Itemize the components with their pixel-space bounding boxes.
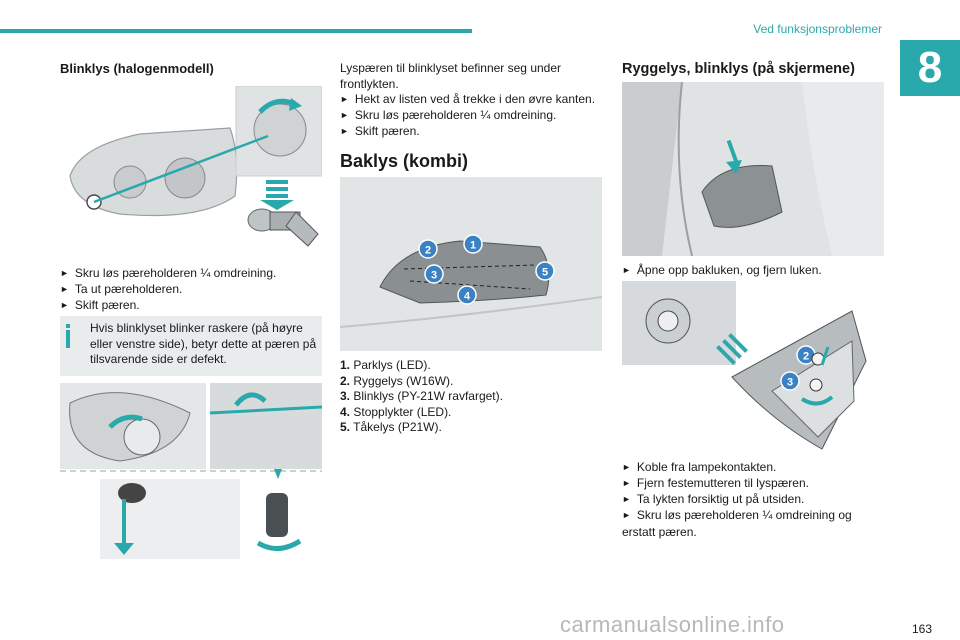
- callout-1: 1: [463, 234, 483, 254]
- callout-2-label: 2: [425, 245, 431, 257]
- callout-5: 5: [535, 261, 555, 281]
- halogen-bulb-removal-figure: [60, 383, 322, 561]
- section-title: Ved funksjonsproblemer: [753, 22, 882, 36]
- callout-4-label: 4: [464, 291, 471, 303]
- callout-3-label: 3: [431, 270, 437, 282]
- fender-lamp-illustration: 2 3: [622, 281, 867, 450]
- trunk-panel-figure: [622, 82, 884, 256]
- fender-step-1: Koble fra lampekontakten.: [622, 460, 886, 477]
- arrow-down-icon: [260, 180, 294, 210]
- halogen-headlamp-illustration: [69, 86, 322, 247]
- open-hatch-step: Åpne opp bakluken, og fjern luken.: [622, 263, 886, 280]
- callout-3-fender: 3: [780, 371, 800, 391]
- halogen-step-3: Skift pæren.: [60, 298, 322, 315]
- watermark: carmanualsonline.info: [560, 612, 785, 637]
- halogen-headlamp-figure: [60, 86, 322, 258]
- legend-item-4: 4. Stopplykter (LED).: [340, 404, 452, 419]
- info-icon: [66, 324, 70, 348]
- taillight-illustration: 1 2 3 4 5: [340, 177, 602, 351]
- legend-item-5: 5. Tåkelys (P21W).: [340, 420, 442, 434]
- callout-5-label: 5: [542, 267, 548, 279]
- kombi-heading: Baklys (kombi): [340, 151, 469, 171]
- page-number: 163: [911, 622, 932, 636]
- kombi-step-1: Hekt av listen ved å trekke i den øvre k…: [340, 92, 602, 109]
- bulb-removal-illustration: [60, 383, 322, 559]
- callout-3: 3: [424, 264, 444, 284]
- fender-step-3: Ta lykten forsiktig ut på utsiden.: [622, 492, 886, 509]
- kombi-legend: 1. Parklys (LED). 2. Ryggelys (W16W). 3.…: [340, 358, 602, 436]
- header-accent-bar: [0, 29, 472, 33]
- info-box: Hvis blinklyset blinker raskere (på høyr…: [60, 316, 322, 376]
- kombi-taillight-figure: 1 2 3 4 5: [340, 177, 602, 351]
- kombi-step-2: Skru løs pæreholderen ¼ omdreining.: [340, 108, 602, 125]
- halogen-heading: Blinklys (halogenmodell): [60, 61, 214, 76]
- fender-callout-2-label: 2: [803, 351, 809, 363]
- halogen-step-2: Ta ut pæreholderen.: [60, 282, 322, 299]
- fender-step-4: Skru løs pæreholderen ¼ omdreining og er…: [622, 508, 886, 540]
- fender-lamp-figure: 2 3: [622, 281, 884, 453]
- legend-item-2: 2. Ryggelys (W16W).: [340, 373, 454, 388]
- kombi-step-3: Skift pæren.: [340, 124, 602, 141]
- kombi-intro: Lyspæren til blinklyset befinner seg und…: [340, 61, 562, 91]
- callout-4: 4: [457, 285, 477, 305]
- chapter-badge: 8: [900, 40, 960, 96]
- legend-item-3: 3. Blinklys (PY-21W ravfarget).: [340, 389, 503, 403]
- legend-item-1: 1. Parklys (LED).: [340, 358, 431, 372]
- fender-callout-3-label: 3: [787, 377, 793, 389]
- info-text: Hvis blinklyset blinker raskere (på høyr…: [90, 321, 317, 366]
- halogen-step-1: Skru løs pæreholderen ¼ omdreining.: [60, 266, 322, 283]
- fender-step-2: Fjern festemutteren til lyspæren.: [622, 476, 886, 493]
- callout-2: 2: [418, 239, 438, 259]
- trunk-panel-illustration: [622, 82, 884, 256]
- arrow-down-icon: [716, 333, 748, 365]
- callout-1-label: 1: [470, 240, 476, 252]
- fender-heading: Ryggelys, blinklys (på skjermene): [622, 61, 855, 77]
